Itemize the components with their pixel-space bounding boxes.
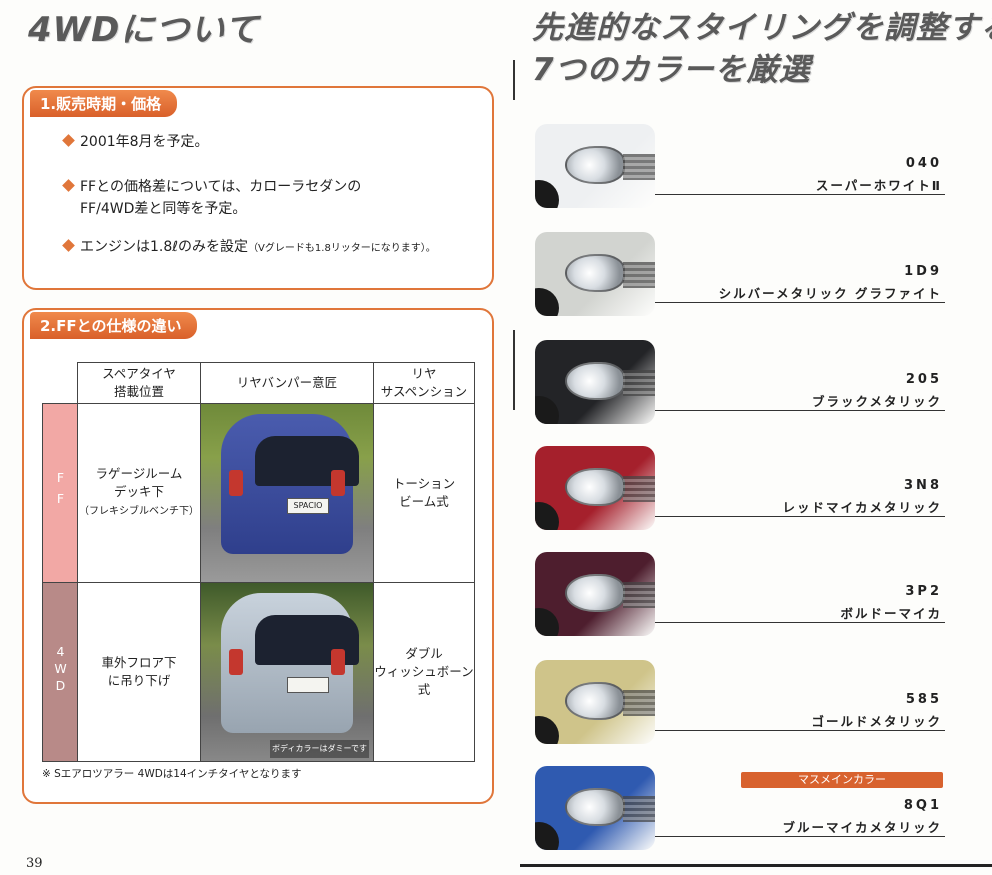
license-plate: SPACIO (287, 498, 329, 514)
color-code: 205 (905, 372, 942, 387)
color-name: スーパーホワイトⅡ (815, 178, 942, 193)
color-swatch-5 (535, 660, 655, 744)
bottom-rule (520, 864, 992, 867)
tire-icon (535, 396, 559, 424)
color-leader-line (655, 410, 945, 411)
row-label-text: FF (53, 469, 68, 512)
grille-icon (623, 154, 655, 180)
header-spare-tire: スペアタイヤ搭載位置 (77, 362, 201, 404)
headlamp-icon (565, 254, 625, 292)
color-title-line2: 7つのカラーを厳選 (532, 52, 811, 88)
headlamp-icon (565, 146, 625, 184)
bullet-price-diff: FFとの価格差については、カローラセダンの FF/4WD差と同等を予定。 (62, 176, 361, 220)
headlamp-icon (565, 682, 625, 720)
color-code: 8Q1 (903, 798, 942, 813)
color-name: シルバーメタリック グラファイト (718, 286, 942, 301)
color-swatch-0 (535, 124, 655, 208)
diamond-bullet-icon (62, 239, 75, 252)
cell-ff-suspension: トーションビーム式 (373, 403, 475, 583)
color-code: 1D9 (904, 264, 942, 279)
headlamp-icon (565, 574, 625, 612)
mass-main-color-badge: マスメインカラー (741, 772, 943, 788)
4wd-rear-car-photo: ボディカラーはダミーです (201, 583, 373, 761)
divider-line (513, 330, 515, 410)
headlamp-icon (565, 362, 625, 400)
grille-icon (623, 476, 655, 502)
color-code: 3N8 (904, 478, 942, 493)
bullet-sales-date: 2001年8月を予定。 (62, 131, 209, 153)
color-leader-line (655, 622, 945, 623)
tire-icon (535, 822, 559, 850)
cell-ff-photo: SPACIO (200, 403, 374, 583)
page-title-4wd: 4WDについて (28, 10, 260, 50)
section-sales-timing (22, 86, 494, 290)
diamond-bullet-icon (62, 179, 75, 192)
cell-4wd-spare: 車外フロア下に吊り下げ (77, 582, 201, 762)
color-title-line1: 先進的なスタイリングを調整する (532, 10, 992, 46)
tire-icon (535, 502, 559, 530)
headlamp-icon (565, 468, 625, 506)
color-code: 585 (905, 692, 942, 707)
cell-ff-spare: ラゲージルームデッキ下（フレキシブルベンチ下） (77, 403, 201, 583)
color-code: 3P2 (905, 584, 942, 599)
grille-icon (623, 262, 655, 288)
section-tab-sales: 1.販売時期・価格 (30, 90, 178, 117)
table-corner-cell (42, 362, 78, 404)
footnote-aero-tourer: ※ Sエアロツアラー 4WDは14インチタイヤとなります (42, 768, 302, 780)
tire-icon (535, 180, 559, 208)
color-swatch-6 (535, 766, 655, 850)
page-number: 39 (26, 856, 43, 871)
color-swatch-1 (535, 232, 655, 316)
row-label-ff: FF (42, 403, 78, 583)
headlamp-icon (565, 788, 625, 826)
color-code: 040 (905, 156, 942, 171)
color-leader-line (655, 194, 945, 195)
grille-icon (623, 370, 655, 396)
diamond-bullet-icon (62, 134, 75, 147)
color-name: ボルドーマイカ (840, 606, 942, 621)
grille-icon (623, 690, 655, 716)
color-name: レッドマイカメタリック (782, 500, 942, 515)
tire-icon (535, 288, 559, 316)
color-swatch-2 (535, 340, 655, 424)
cell-4wd-suspension: ダブルウィッシュボーン式 (373, 582, 475, 762)
color-swatch-3 (535, 446, 655, 530)
cell-4wd-photo: ボディカラーはダミーです (200, 582, 374, 762)
table-row-ff: FF ラゲージルームデッキ下（フレキシブルベンチ下） SPACIO トーションビ… (42, 403, 475, 583)
color-leader-line (655, 836, 945, 837)
ff-rear-car-photo: SPACIO (201, 404, 373, 582)
table-row-4wd: 4WD 車外フロア下に吊り下げ ボディカラーはダミーです ダブルウィッシュボーン… (42, 582, 475, 762)
divider-line (513, 60, 515, 100)
tire-icon (535, 608, 559, 636)
color-swatch-4 (535, 552, 655, 636)
grille-icon (623, 796, 655, 822)
spec-comparison-table: スペアタイヤ搭載位置 リヤバンパー意匠 リヤサスペンション FF ラゲージルーム… (42, 362, 475, 762)
bullet-engine: エンジンは1.8ℓのみを設定（Vグレードも1.8リッターになります）。 (62, 236, 436, 260)
row-label-text: 4WD (53, 644, 68, 695)
header-rear-bumper: リヤバンパー意匠 (200, 362, 374, 404)
color-leader-line (655, 730, 945, 731)
color-name: ブルーマイカメタリック (782, 820, 942, 835)
tire-icon (535, 716, 559, 744)
color-leader-line (655, 302, 945, 303)
table-header-row: スペアタイヤ搭載位置 リヤバンパー意匠 リヤサスペンション (42, 362, 475, 404)
dummy-color-note: ボディカラーはダミーです (270, 740, 369, 758)
row-label-4wd: 4WD (42, 582, 78, 762)
grille-icon (623, 582, 655, 608)
header-rear-suspension: リヤサスペンション (373, 362, 475, 404)
section-tab-spec: 2.FFとの仕様の違い (30, 312, 198, 339)
color-name: ブラックメタリック (811, 394, 942, 409)
color-leader-line (655, 516, 945, 517)
color-name: ゴールドメタリック (811, 714, 942, 729)
